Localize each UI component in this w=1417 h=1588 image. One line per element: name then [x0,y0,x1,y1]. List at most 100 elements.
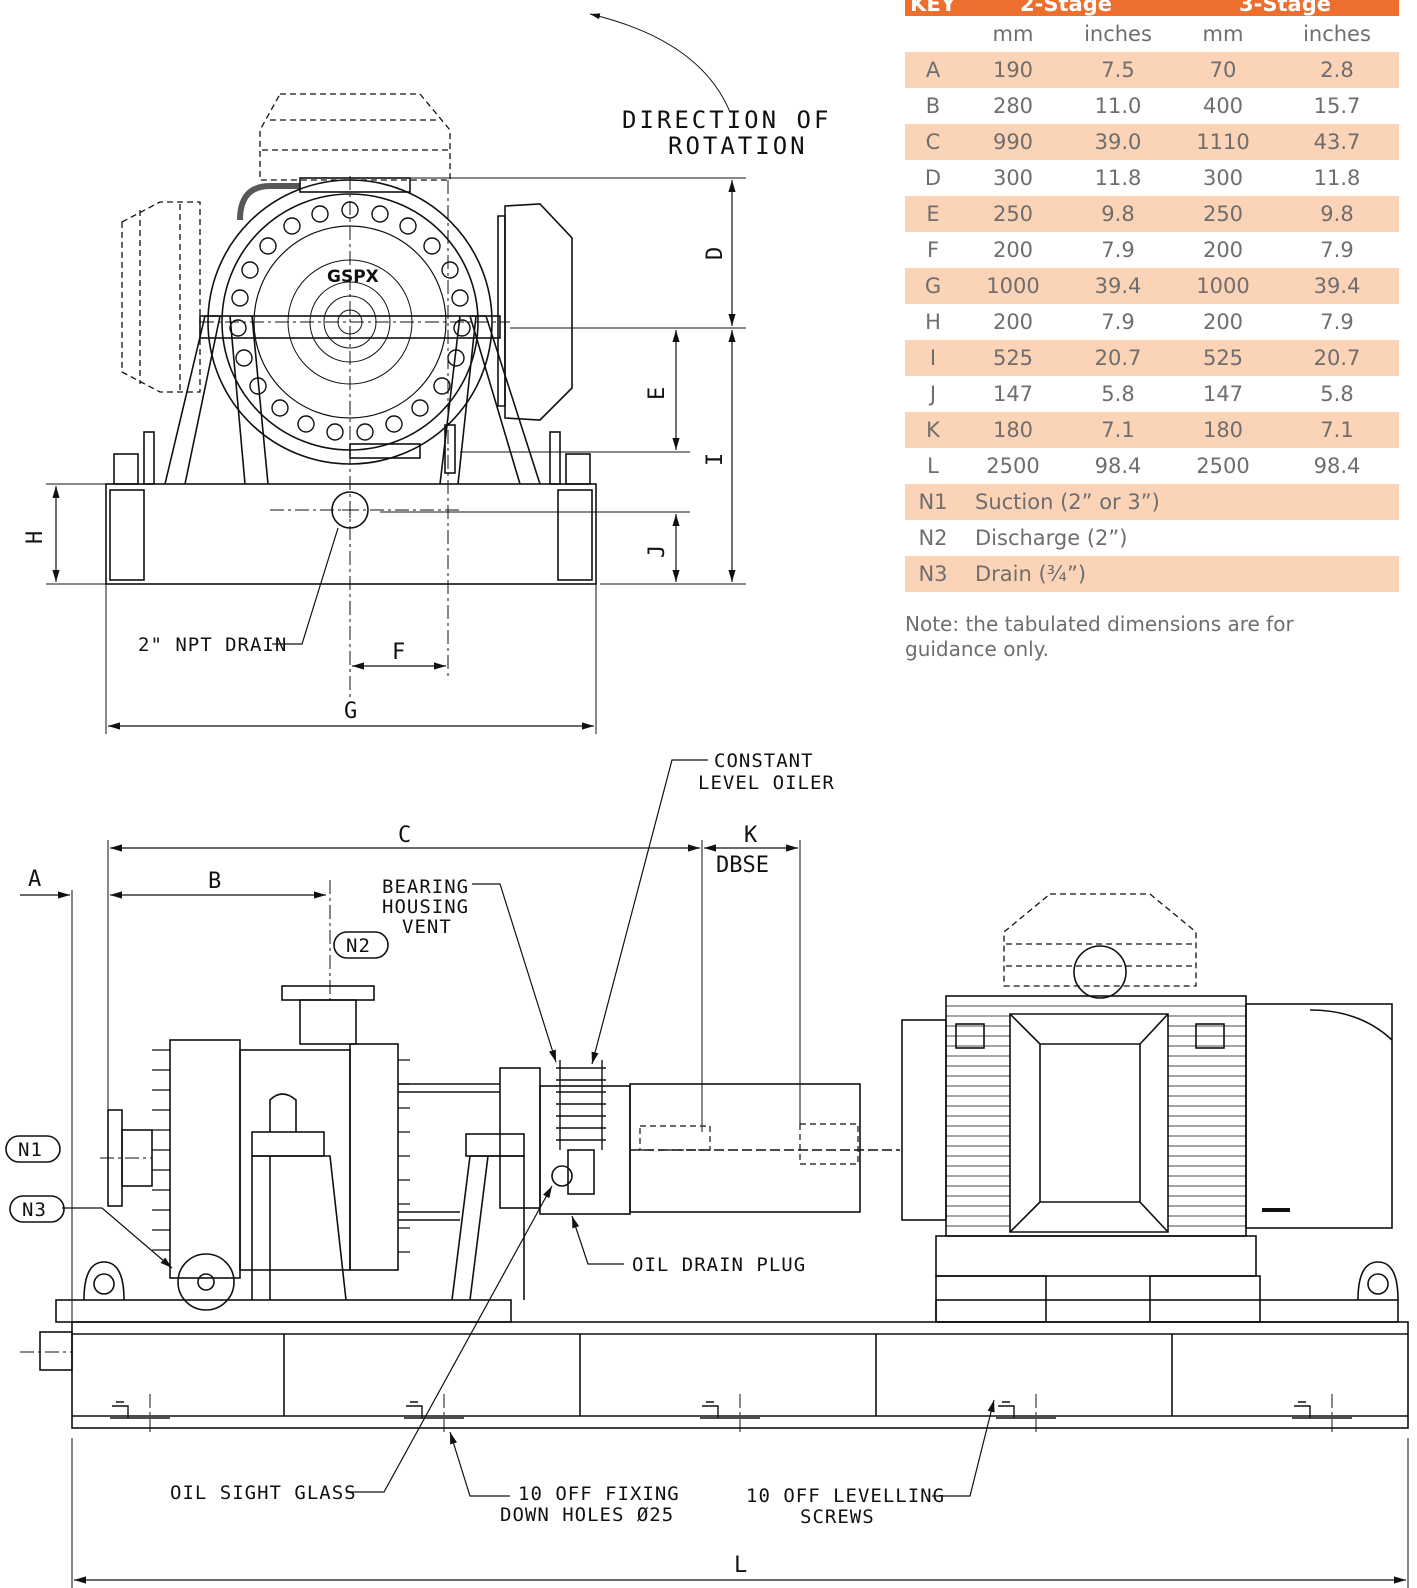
cell-3-stage-mm: 180 [1171,412,1275,448]
dim-D-label: D [703,247,728,260]
cell-3-stage-inches: 98.4 [1313,454,1361,478]
cell-2-stage-mm: 250 [961,196,1065,232]
dim-J-label: J [645,545,670,558]
npt-drain-label: 2" NPT DRAIN [138,634,287,656]
cell-3-stage-mm: 2500 [1196,454,1250,478]
pump-casing [169,1039,241,1279]
cell-2-stage-mm: 1000 [961,268,1065,304]
dimension-key-table: KEY 2-Stage 3-Stage mm inches mm inches … [905,0,1399,592]
cell-3-stage-mm: 200 [1202,238,1244,262]
row-key: G [905,268,961,304]
dbse-label: DBSE [716,853,769,878]
cell-2-stage-inches: 39.0 [1065,124,1171,160]
levelling-screws [110,1401,1352,1419]
n3-leader [62,1207,173,1269]
terminal-box [1009,1013,1169,1233]
fixing-leader [449,1431,510,1497]
cell-2-stage-inches: 5.8 [1101,382,1135,406]
connection-description: Drain (¾”) [961,556,1399,592]
cell-3-stage-inches: 15.7 [1313,94,1361,118]
cell-2-stage-mm: 200 [992,238,1034,262]
cell-3-stage-inches: 39.4 [1275,268,1399,304]
unit-mm-3: mm [1202,22,1244,46]
flange-bolts [229,201,471,441]
cell-3-stage-mm: 250 [1171,196,1275,232]
rotation-label-1: DIRECTION OF [622,106,831,134]
cell-3-stage-mm: 200 [1202,310,1244,334]
connection-description: Discharge (2”) [975,526,1128,550]
cell-3-stage-inches: 7.1 [1275,412,1399,448]
levelling-label-1: 10 OFF LEVELLING [746,1485,945,1507]
cell-3-stage-inches: 7.9 [1320,238,1354,262]
cell-3-stage-inches: 20.7 [1275,340,1399,376]
unit-mm-2: mm [992,22,1034,46]
vent-label-2: HOUSING [382,896,469,918]
dim-F-label: F [392,640,405,665]
row-key: L [927,454,939,478]
cell-2-stage-inches: 7.5 [1065,52,1171,88]
row-key: K [905,412,961,448]
levelling-label-2: SCREWS [800,1506,875,1528]
row-key: D [924,166,942,190]
coupling-guard [629,1083,861,1213]
cell-2-stage-inches: 7.9 [1101,238,1135,262]
oiler-label-1: CONSTANT [714,750,814,772]
dim-I-label: I [703,453,728,466]
cell-3-stage-mm: 525 [1171,340,1275,376]
cell-2-stage-mm: 200 [992,310,1034,334]
levelling-leader [932,1399,995,1497]
cell-2-stage-mm: 300 [992,166,1034,190]
table-header-row: KEY 2-Stage 3-Stage [905,0,1399,16]
end-view-labels: DIRECTION OF ROTATION GSPX D E I J H F G… [23,106,831,724]
connection-row: N2 Discharge (2”) [905,520,1399,556]
cell-2-stage-mm: 190 [961,52,1065,88]
unit-inches-3: inches [1303,22,1371,46]
cell-3-stage-mm: 1000 [1171,268,1275,304]
oil-sight-glass [551,1165,573,1187]
row-key: C [905,124,961,160]
cell-2-stage-inches: 98.4 [1094,454,1142,478]
cell-2-stage-inches: 7.1 [1065,412,1171,448]
cell-3-stage-mm: 300 [1202,166,1244,190]
cell-2-stage-inches: 11.8 [1094,166,1142,190]
end-view [46,13,746,734]
cell-3-stage-mm: 147 [1202,382,1244,406]
row-key: B [925,94,941,118]
cell-3-stage-mm: 400 [1202,94,1244,118]
cell-3-stage-inches: 11.8 [1313,166,1361,190]
dim-C-label: C [398,823,411,848]
dim-E-label: E [645,387,670,400]
cell-3-stage-inches: 5.8 [1320,382,1354,406]
row-key: A [905,52,961,88]
brand-label: GSPX [327,267,379,287]
discharge-flange [281,985,375,1001]
fixing-label-1: 10 OFF FIXING [518,1483,680,1505]
header-3-stage: 3-Stage [1171,0,1399,16]
cell-2-stage-inches: 39.4 [1065,268,1171,304]
row-key: J [929,382,937,406]
side-view-labels: CONSTANT LEVEL OILER C K DBSE A B BEARIN… [18,750,945,1578]
vent-label-1: BEARING [382,876,469,898]
connection-key: N2 [918,526,948,550]
fixing-label-2: DOWN HOLES Ø25 [500,1504,674,1526]
cell-3-stage-inches: 7.9 [1320,310,1354,334]
dim-G-label: G [344,699,357,724]
cell-2-stage-mm: 180 [961,412,1065,448]
vent-leader [472,883,557,1063]
guidance-note: Note: the tabulated dimensions are for g… [905,612,1294,661]
n3-label: N3 [22,1199,47,1221]
cell-2-stage-inches: 20.7 [1065,340,1171,376]
row-key: I [905,340,961,376]
end-baseplate [105,483,597,585]
n2-oval [333,931,389,959]
side-view [5,759,1409,1588]
